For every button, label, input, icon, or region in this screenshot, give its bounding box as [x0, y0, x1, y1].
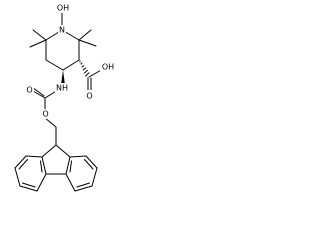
bond-c2-methyl-b	[78, 39, 97, 47]
c2-gem-dimethyl	[78, 29, 97, 47]
piperidine-ring	[45, 29, 80, 71]
bond-c6-methyl-b	[29, 39, 47, 48]
bond-carbonyl-c-o-1	[32, 90, 46, 99]
bond-c6-methyl-a	[32, 29, 47, 41]
molecular-structure-diagram: OH N OH O NH O O	[14, 3, 115, 192]
atom-label-acid-hydroxyl: OH	[100, 62, 115, 72]
svg-text:O: O	[26, 86, 32, 95]
svg-text:O: O	[42, 110, 48, 119]
atom-label-acid-carbonyl-oxygen: O	[85, 90, 94, 101]
atom-label-carbamate-carbonyl-oxygen: O	[25, 85, 34, 95]
bond-carbonyl-c-o-2	[33, 88, 45, 97]
carboxylic-acid-group	[79, 60, 104, 93]
svg-text:O: O	[86, 92, 92, 101]
fluorene-right-benzene-ring	[65, 155, 98, 192]
c6-gem-dimethyl	[29, 29, 47, 48]
hashed-stereo-bond-c3	[79, 60, 90, 77]
atom-label-ester-oxygen: O	[41, 109, 50, 119]
svg-text:NH: NH	[56, 84, 68, 93]
fluorene-left-benzene-ring	[14, 155, 47, 192]
bond-c4-c5	[45, 59, 64, 71]
fluorene-system	[14, 144, 98, 192]
svg-text:OH: OH	[57, 4, 69, 13]
bond-o-ch2	[44, 117, 57, 128]
fluorene-five-membered-ring	[41, 144, 71, 175]
atom-label-hydroxyl: OH	[55, 3, 70, 13]
atom-label-ring-nitrogen: N	[58, 25, 66, 35]
bond-c2-methyl-a	[78, 29, 92, 41]
svg-text:N: N	[59, 26, 65, 35]
svg-text:OH: OH	[102, 63, 114, 72]
bond-c3-c4	[62, 59, 80, 71]
atom-label-amine: NH	[55, 83, 70, 93]
wedge-bond-c4-nh	[61, 70, 65, 85]
